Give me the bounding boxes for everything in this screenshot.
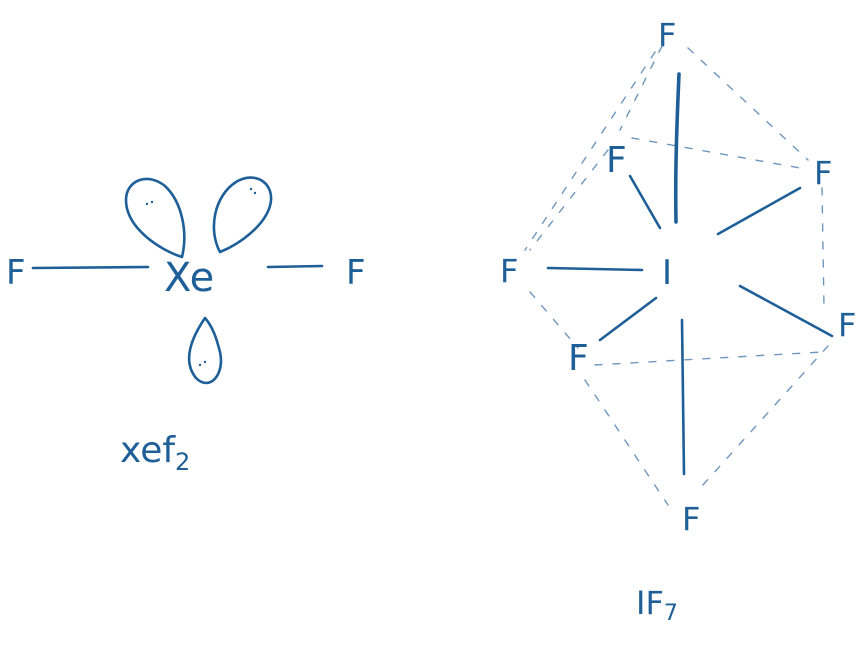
xef2-atom-xe: Xe xyxy=(164,255,214,301)
if7-atom-f-left: F xyxy=(500,252,518,290)
if7-bond-right xyxy=(738,284,834,338)
edge-right-bottom xyxy=(701,345,829,487)
if7-caption-subscript: 7 xyxy=(664,601,678,626)
xef2-lone-pair-right xyxy=(212,176,273,254)
lone-pair-dots xyxy=(150,200,154,204)
edge-frontleft-bottom xyxy=(584,379,669,506)
if7-atom-f-bottom: F xyxy=(682,500,700,538)
xef2-caption-main: xef xyxy=(120,430,176,471)
if7-polyhedron-edges xyxy=(524,45,829,506)
xef2-lone-pair-bottom xyxy=(187,316,223,385)
xef2-atom-f-right: F xyxy=(346,253,366,293)
xef2-lone-pair-left xyxy=(124,177,186,259)
if7-bond-back-left xyxy=(628,174,662,230)
if7-atom-f-right: F xyxy=(838,306,856,344)
if7-atom-i: I xyxy=(662,253,672,293)
edge-backright-right xyxy=(821,187,825,309)
if7-bond-top xyxy=(673,72,681,224)
if7-bond-front-left xyxy=(598,296,658,342)
if7-caption-main: IF xyxy=(636,584,664,622)
lone-pair-dots xyxy=(198,363,202,367)
xef2-caption-subscript: 2 xyxy=(175,448,190,476)
edge-backleft-left xyxy=(529,149,609,251)
edge-top-backright xyxy=(687,47,809,161)
edge-left-frontleft xyxy=(529,291,579,349)
if7-atom-f-back-left: F xyxy=(606,140,627,181)
edge-backleft-backright xyxy=(631,137,801,169)
edge-top-left xyxy=(524,51,656,251)
if7-caption: IF7 xyxy=(636,584,678,626)
xef2-bond-right xyxy=(266,264,324,269)
if7-bond-back-right xyxy=(716,186,802,236)
xef2-bond-left xyxy=(31,265,150,270)
if7-structure: F F F F I F F F IF7 xyxy=(500,16,856,626)
xef2-caption: xef2 xyxy=(120,430,190,476)
edge-frontleft-right xyxy=(594,351,823,366)
if7-bond-bottom xyxy=(680,318,686,476)
lone-pair-dots xyxy=(253,191,257,195)
if7-atom-f-back-right: F xyxy=(814,154,832,192)
if7-atom-f-front-left: F xyxy=(568,338,589,379)
lone-pair-dots xyxy=(249,187,253,191)
if7-bond-left xyxy=(546,266,644,272)
edge-top-backleft xyxy=(619,45,663,131)
lone-pair-dots xyxy=(145,202,149,206)
lone-pair-dots xyxy=(203,360,207,364)
if7-atom-f-top: F xyxy=(658,16,676,54)
xef2-structure: F Xe F xef2 xyxy=(6,176,366,476)
xef2-atom-f-left: F xyxy=(6,253,26,293)
